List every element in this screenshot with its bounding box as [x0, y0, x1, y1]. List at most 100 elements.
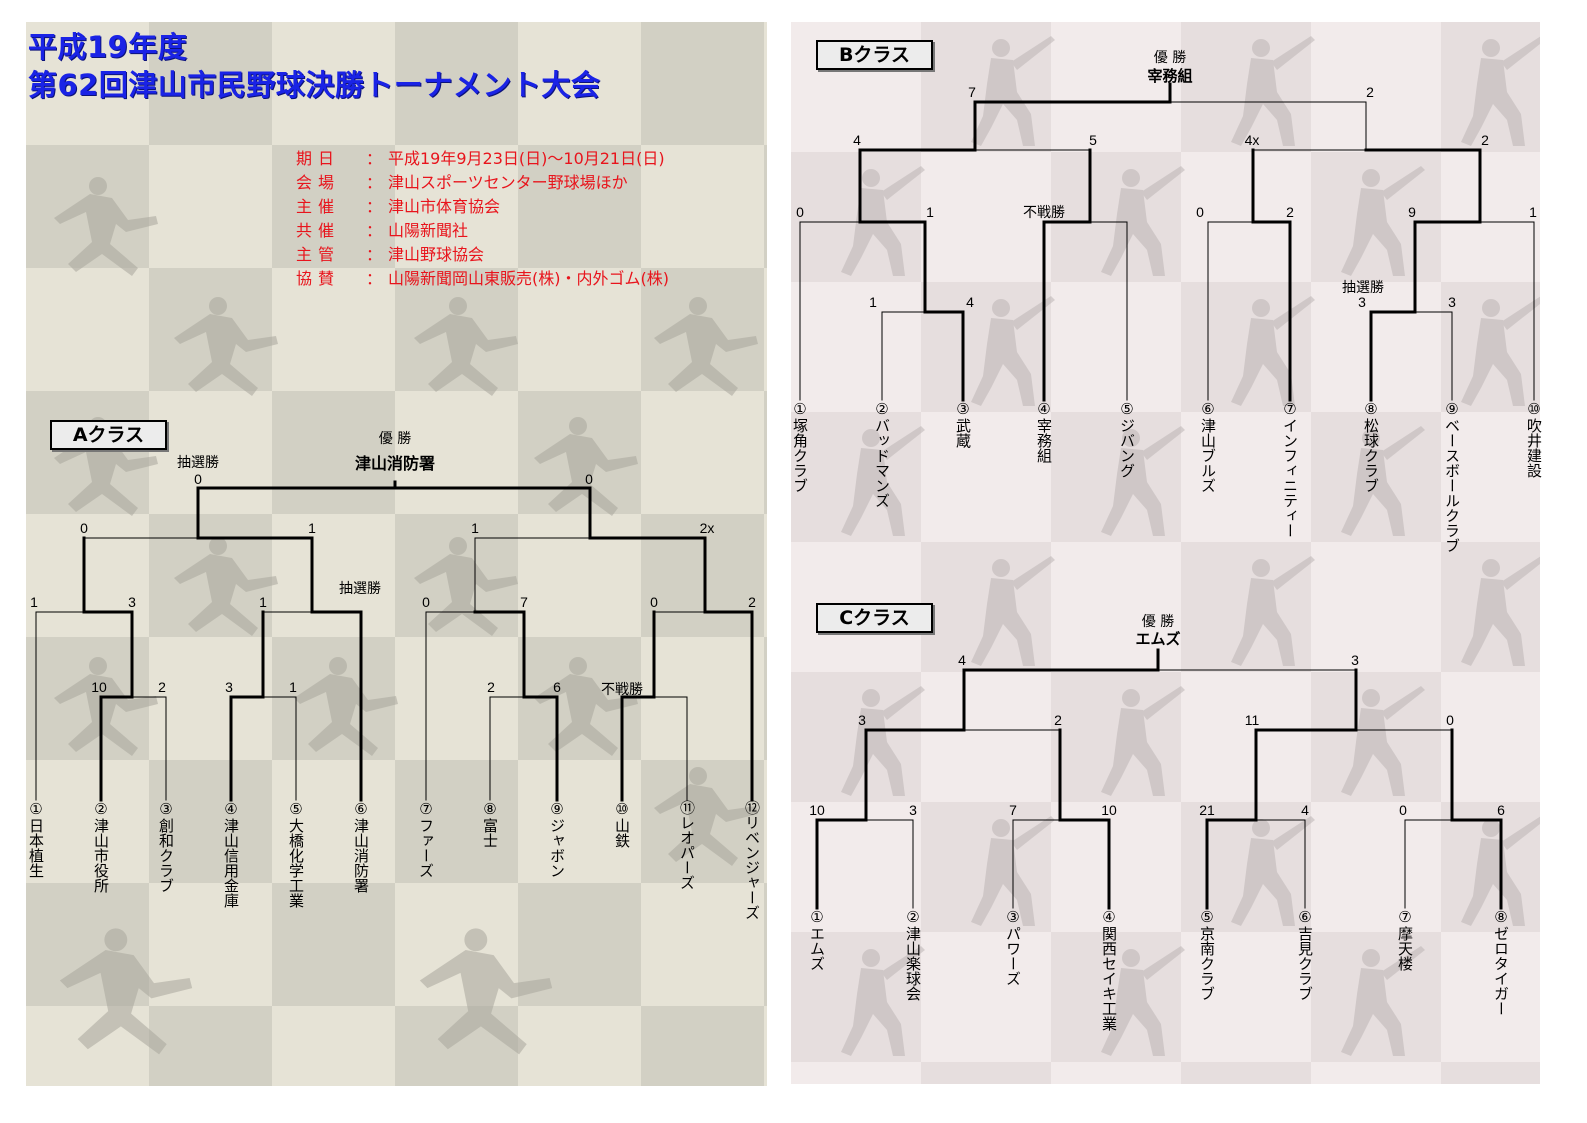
- batter-silhouette-icon: [1461, 36, 1540, 146]
- team-name: ⑤ジバング: [1118, 400, 1136, 478]
- batter-silhouette-icon: [1231, 296, 1315, 406]
- info-label: 共催: [296, 221, 341, 240]
- batter-silhouette-icon: [1341, 686, 1425, 796]
- team-name: ⑤京南クラブ: [1198, 908, 1216, 1001]
- score: 1: [289, 679, 297, 695]
- team-name: ③パワーズ: [1004, 908, 1022, 986]
- score: 4: [958, 652, 966, 668]
- score: 2: [748, 594, 756, 610]
- info-value: 津山スポーツセンター野球場ほか: [388, 173, 628, 192]
- team-name: ⑩山鉄: [613, 800, 631, 848]
- team-name: ④宰務組: [1035, 400, 1053, 463]
- score: 10: [1101, 802, 1117, 818]
- batter-silhouette-icon: [1101, 686, 1185, 796]
- score: 1: [926, 204, 934, 220]
- batter-silhouette-icon: [971, 816, 1055, 926]
- team-name: ⑦インフィニティー: [1281, 400, 1299, 538]
- score: 0: [585, 471, 593, 487]
- score: 0: [796, 204, 804, 220]
- info-row-host: 主催：津山市体育協会: [296, 195, 669, 219]
- note-lottery-win: 抽選勝: [339, 581, 381, 597]
- a-class-label: Aクラス: [50, 420, 167, 450]
- score: 11: [1244, 712, 1260, 728]
- info-row-organizer: 主管：津山野球協会: [296, 243, 669, 267]
- score: 0: [650, 594, 658, 610]
- info-value: 津山野球協会: [388, 245, 485, 264]
- score: 0: [422, 594, 430, 610]
- batter-silhouette-icon: [1101, 426, 1185, 536]
- score: 3: [1358, 294, 1366, 310]
- team-name: ⑨ベースボールクラブ: [1443, 400, 1461, 553]
- score: 2: [1366, 84, 1374, 100]
- team-name: ⑧ゼロタイガー: [1492, 908, 1510, 1016]
- score: 4: [853, 132, 861, 148]
- note-walkover-win: 不戦勝: [1023, 205, 1065, 221]
- pitcher-silhouette-icon: [534, 417, 638, 516]
- team-name: ⑦ファーズ: [417, 800, 435, 878]
- info-value: 山陽新聞岡山東販売(株)・内外ゴム(株): [388, 269, 669, 288]
- batter-silhouette-icon: [1341, 946, 1425, 1056]
- score: 6: [553, 679, 561, 695]
- b-class-label: Bクラス: [816, 40, 933, 70]
- b-class-winner-label: 優 勝: [1153, 50, 1187, 66]
- score: 10: [91, 679, 107, 695]
- c-class-winner: エムズ: [1135, 630, 1181, 648]
- score: 2: [158, 679, 166, 695]
- team-name: ①塚角クラブ: [791, 400, 809, 493]
- team-name: ⑤大橋化学工業: [287, 800, 305, 908]
- batter-silhouette-icon: [1341, 166, 1425, 276]
- info-row-venue: 会場：津山スポーツセンター野球場ほか: [296, 171, 669, 195]
- c-class-label: Cクラス: [816, 603, 933, 633]
- team-name: ⑫リベンジャーズ: [743, 800, 761, 920]
- score: 3: [128, 594, 136, 610]
- score: 6: [1497, 802, 1505, 818]
- note-walkover-win: 不戦勝: [601, 682, 643, 698]
- team-name: ⑧富士: [481, 800, 499, 848]
- batter-silhouette-icon: [971, 556, 1055, 666]
- pitcher-silhouette-icon: [59, 928, 193, 1055]
- score: 3: [858, 712, 866, 728]
- score: 2x: [699, 520, 715, 536]
- batter-silhouette-icon: [841, 166, 925, 276]
- team-name: ④津山信用金庫: [222, 800, 240, 908]
- team-name: ⑩吹井建設: [1525, 400, 1543, 478]
- event-info: 期日：平成19年9月23日(日)～10月21日(日) 会場：津山スポーツセンター…: [296, 147, 669, 291]
- score: 0: [80, 520, 88, 536]
- a-class-winner-label: 優 勝: [378, 431, 412, 447]
- batter-silhouette-icon: [1101, 946, 1185, 1056]
- info-label: 主管: [296, 245, 341, 264]
- title-line-2: 第62回津山市民野球決勝トーナメント大会: [28, 68, 601, 102]
- score: 3: [225, 679, 233, 695]
- pitcher-silhouette-icon: [54, 657, 158, 756]
- score: 2: [487, 679, 495, 695]
- info-row-sponsor: 協賛：山陽新聞岡山東販売(株)・内外ゴム(株): [296, 267, 669, 291]
- team-name: ③武蔵: [954, 400, 972, 448]
- info-label: 主催: [296, 197, 341, 216]
- score: 5: [1089, 132, 1097, 148]
- batter-silhouette-icon: [841, 686, 925, 796]
- team-name: ⑥吉見クラブ: [1296, 908, 1314, 1001]
- team-name: ③創和クラブ: [157, 800, 175, 893]
- batter-silhouette-icon: [1461, 556, 1540, 666]
- batter-silhouette-icon: [841, 946, 925, 1056]
- batter-silhouette-icon: [841, 426, 925, 536]
- score: 0: [194, 471, 202, 487]
- info-row-cohost: 共催：山陽新聞社: [296, 219, 669, 243]
- score: 7: [520, 594, 528, 610]
- info-value: 平成19年9月23日(日)～10月21日(日): [388, 149, 665, 168]
- score: 10: [809, 802, 825, 818]
- note-lottery-win: 抽選勝: [177, 455, 219, 471]
- score: 1: [308, 520, 316, 536]
- score: 7: [968, 84, 976, 100]
- score: 0: [1399, 802, 1407, 818]
- pitcher-silhouette-icon: [654, 297, 758, 396]
- info-row-date: 期日：平成19年9月23日(日)～10月21日(日): [296, 147, 669, 171]
- a-class-winner: 津山消防署: [354, 454, 436, 473]
- pitcher-silhouette-icon: [174, 297, 278, 396]
- title-line-1: 平成19年度: [28, 30, 188, 64]
- info-label: 協賛: [296, 269, 341, 288]
- score: 4: [1301, 802, 1309, 818]
- score: 0: [1196, 204, 1204, 220]
- team-name: ②津山市役所: [92, 800, 110, 893]
